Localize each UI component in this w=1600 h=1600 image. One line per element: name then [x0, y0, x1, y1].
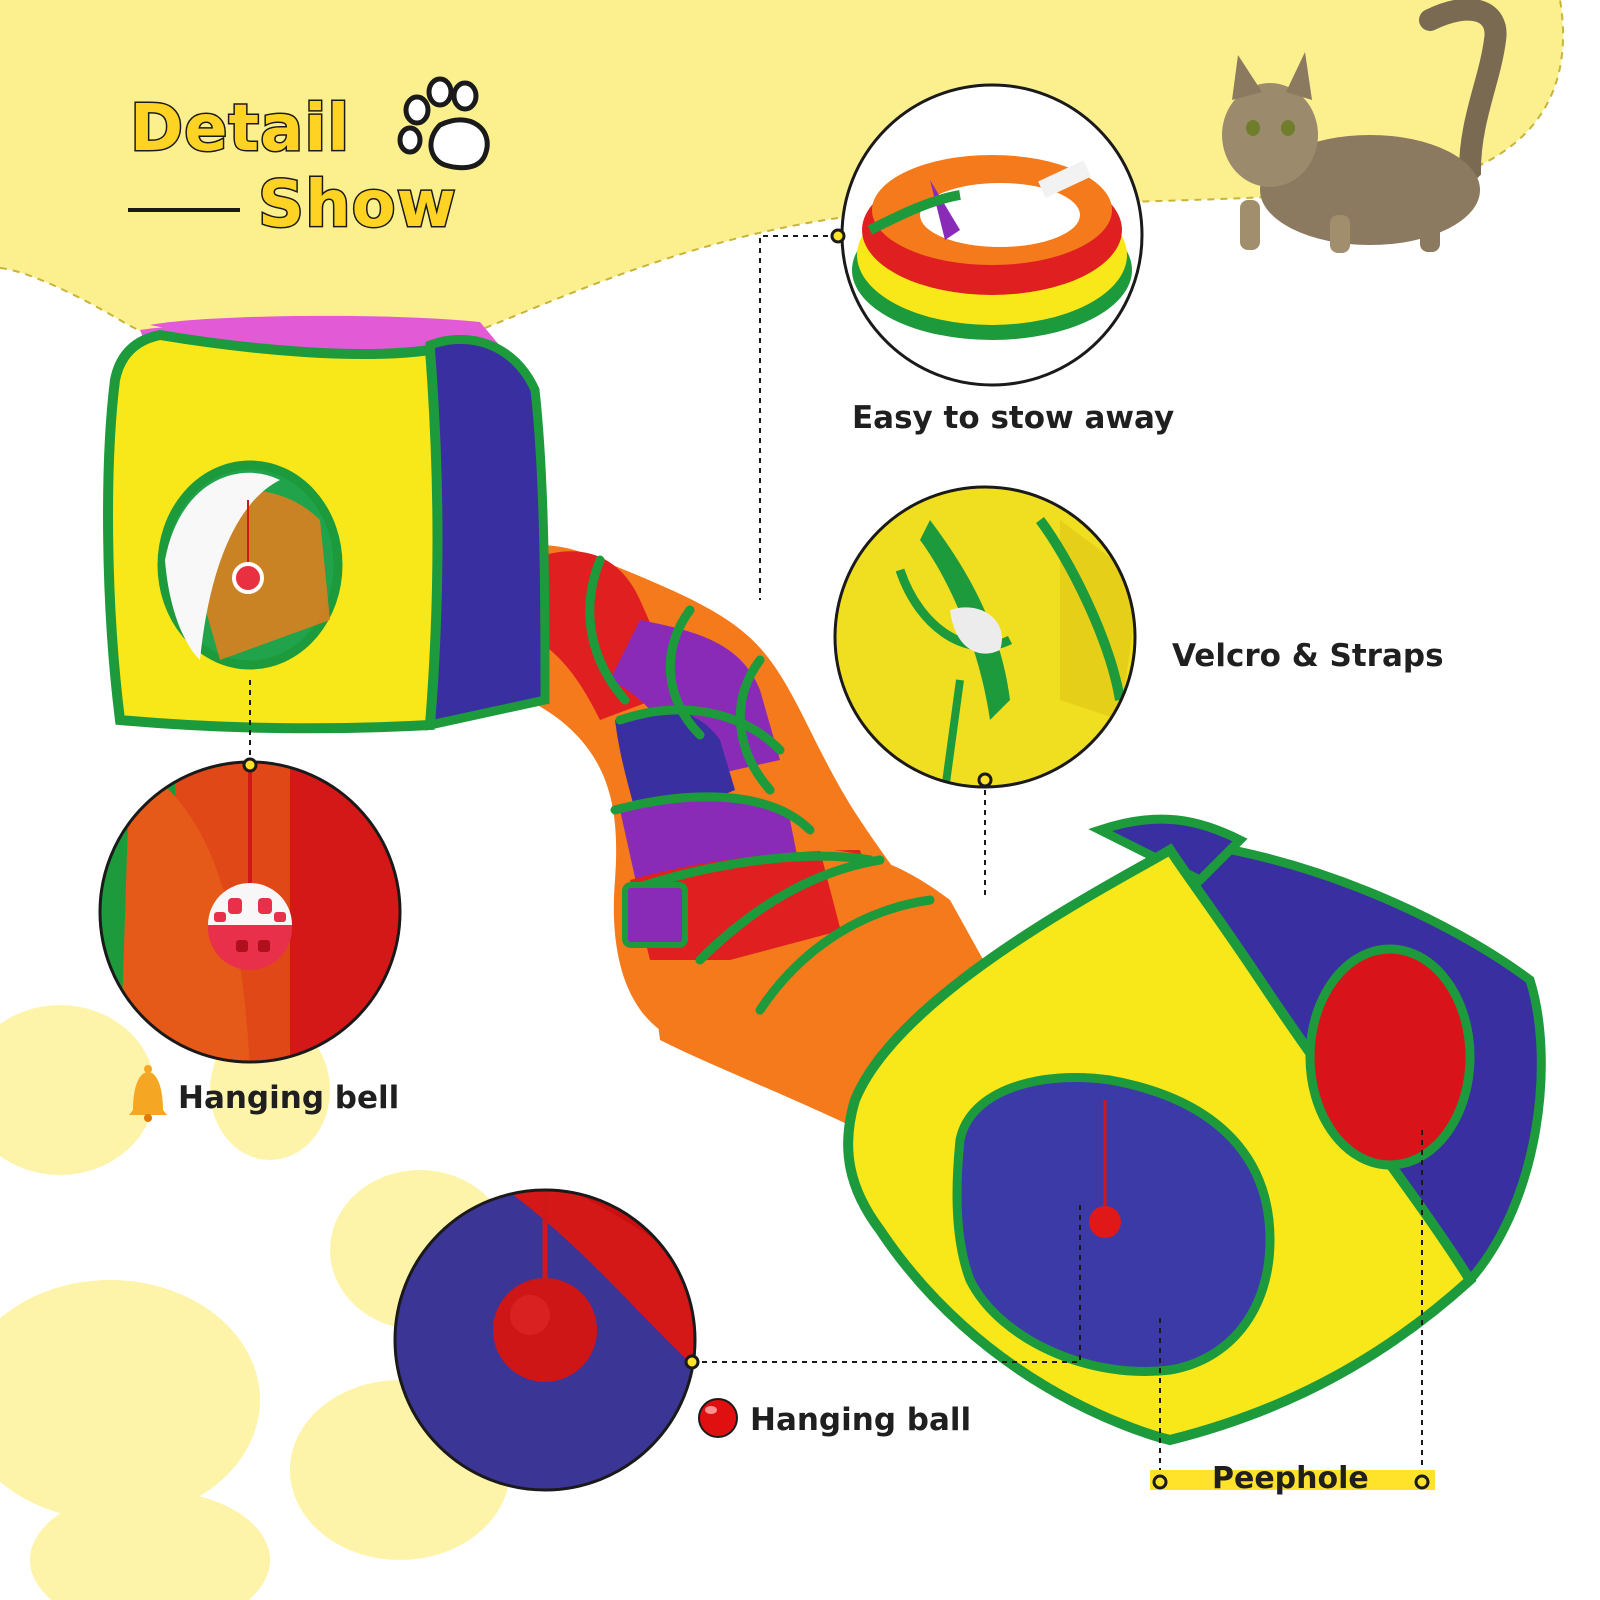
label-peephole: Peephole [1212, 1461, 1369, 1496]
label-velcro: Velcro & Straps [1172, 638, 1444, 674]
tunnel [433, 496, 1000, 1140]
label-hanging-ball: Hanging ball [750, 1402, 972, 1438]
velcro-photo [833, 485, 1137, 789]
paw-icon [397, 76, 490, 171]
cat-photo [1222, 0, 1507, 253]
hanging-bell-photo [98, 760, 402, 1064]
title-detail: Detail [128, 91, 351, 168]
cube-tent [103, 315, 550, 734]
bell-icon [129, 1065, 167, 1122]
label-hanging-bell: Hanging bell [178, 1080, 400, 1116]
callout-dots [242, 228, 993, 1370]
decorative-paw-icon [0, 1005, 510, 1600]
stow-away-photo [840, 83, 1144, 387]
background-wave-outline [0, 0, 1565, 362]
title-show: Show [257, 167, 458, 244]
peephole-label-bar [1150, 1470, 1435, 1490]
ball-icon [698, 1398, 738, 1438]
callout-connectors [249, 235, 1423, 1478]
background-wave [0, 0, 1564, 361]
pyramid-tent [843, 814, 1546, 1446]
label-stow-away: Easy to stow away [852, 400, 1175, 436]
